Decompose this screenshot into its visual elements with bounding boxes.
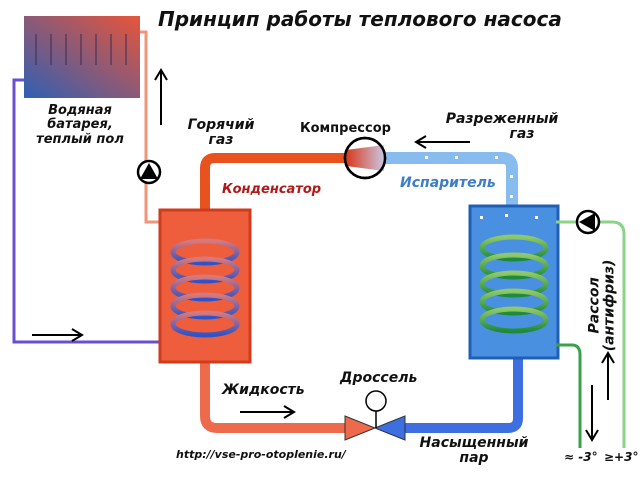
water-pump-icon [136,159,162,185]
brine-line1: Рассол [586,277,603,334]
rarefied-gas-pipe [385,152,518,212]
saturated-vapor-label: Насыщенный пар [412,435,536,467]
source-url-link[interactable]: http://vse-pro-otoplenie.ru/ [176,448,346,461]
brine-in-temp: ≥+3° [604,450,639,464]
compressor-label: Компрессор [300,121,391,136]
throttle-valve-icon [344,390,406,441]
radiator-label: Водяная батарея, теплый пол [20,103,140,147]
brine-out-pipe [556,343,582,448]
liquid-arrow-icon [240,405,296,419]
hot-gas-line1: Горячий [187,117,255,133]
brine-arrow-down-icon [585,385,599,442]
rarefied-gas-label: Разреженный газ [434,111,570,143]
compressor-icon [343,136,387,180]
rarefied-gas-line1: Разреженный [445,111,559,127]
rarefied-gas-line2: газ [509,126,535,143]
flow-arrow-left-icon [414,135,470,149]
brine-arrow-up-icon [601,351,615,400]
radiator-label-line1: Водяная [48,103,112,118]
saturated-vapor-line2: пар [459,450,489,467]
radiator-label-line2: батарея, [47,117,113,133]
brine-line2: (антифриз) [602,259,618,352]
saturated-vapor-line1: Насыщенный [419,435,529,451]
radiator-label-line3: теплый пол [36,131,124,147]
flow-arrow-up-icon [154,68,168,125]
gas-particles [425,156,513,198]
condenser-label: Конденсатор [222,182,322,197]
radiator-fins [35,34,127,65]
hot-gas-label: Горячий газ [176,117,266,149]
brine-out-temp: ≈ -3° [564,450,598,464]
brine-in-pipe [556,220,626,448]
hot-gas-line2: газ [208,132,234,149]
water-supply-pipe [140,30,165,224]
water-return-pipe [12,78,165,344]
liquid-pipe [200,360,348,433]
evaporator [468,204,560,360]
flow-arrow-right-icon [32,328,84,342]
radiator [24,16,140,98]
diagram-title: Принцип работы теплового насоса [158,7,562,31]
liquid-label: Жидкость [222,382,305,398]
saturated-vapor-pipe [404,358,523,433]
brine-pump-icon [575,209,601,235]
throttle-label: Дроссель [340,370,418,386]
hot-gas-pipe [200,153,345,210]
brine-label: Рассол (антифриз) [586,250,619,360]
condenser [158,208,252,364]
evaporator-label: Испаритель [400,175,496,191]
